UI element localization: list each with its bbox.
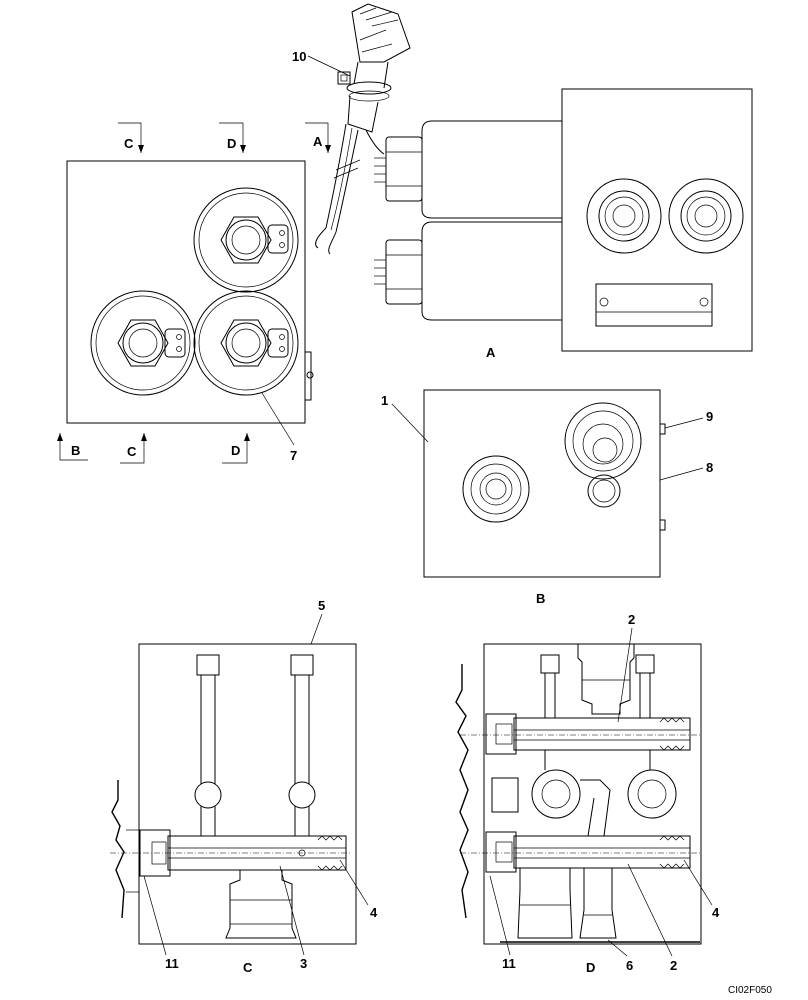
callout-6: 6 (626, 958, 633, 973)
view-b-body (423, 389, 661, 578)
section-c-label: C (243, 960, 253, 975)
view-b: 1 9 8 B (381, 389, 713, 606)
callout-1: 1 (381, 393, 388, 408)
section-arrow-c-top: C (118, 122, 144, 153)
view-b-label: B (536, 591, 545, 606)
front-view: C D A B C D 7 (57, 122, 331, 464)
section-c: 5 4 3 11 C (110, 598, 378, 975)
callout-2-top: 2 (628, 612, 635, 627)
view-a-label: A (486, 345, 496, 360)
section-arrow-a-top: A (305, 122, 331, 153)
callout-10: 10 (292, 49, 306, 64)
section-arrow-d-bottom: D (222, 433, 250, 464)
section-d: 2 4 2 6 11 D (455, 612, 720, 975)
section-arrow-d-top: D (219, 122, 246, 153)
svg-text:A: A (313, 134, 323, 149)
section-arrow-c-bottom: C (120, 433, 147, 464)
section-arrow-b-bottom: B (57, 433, 88, 461)
callout-4-d: 4 (712, 905, 720, 920)
callout-11-c: 11 (165, 956, 179, 971)
figure-code: CI02F050 (728, 985, 772, 996)
svg-text:D: D (227, 136, 236, 151)
svg-text:C: C (124, 136, 134, 151)
section-d-body (483, 643, 702, 945)
svg-text:C: C (127, 444, 137, 459)
callout-3: 3 (300, 956, 307, 971)
solenoid-upper (193, 187, 299, 293)
callout-2-bottom: 2 (670, 958, 677, 973)
callout-5: 5 (318, 598, 325, 613)
callout-8: 8 (706, 460, 713, 475)
solenoid-lower-left (90, 290, 196, 396)
svg-text:B: B (71, 443, 80, 458)
front-view-block (66, 160, 306, 424)
callout-9: 9 (706, 409, 713, 424)
svg-text:D: D (231, 443, 240, 458)
view-a-body (561, 88, 753, 352)
solenoid-lower-right (193, 290, 299, 396)
callout-7: 7 (290, 448, 297, 463)
section-c-body (138, 643, 357, 945)
section-d-label: D (586, 960, 595, 975)
view-a: A (374, 88, 753, 360)
harness-connector: 10 (292, 3, 411, 255)
cable-tie (337, 71, 351, 85)
front-view-side-lug (304, 351, 312, 401)
callout-4-c: 4 (370, 905, 378, 920)
callout-11-d: 11 (502, 956, 516, 971)
